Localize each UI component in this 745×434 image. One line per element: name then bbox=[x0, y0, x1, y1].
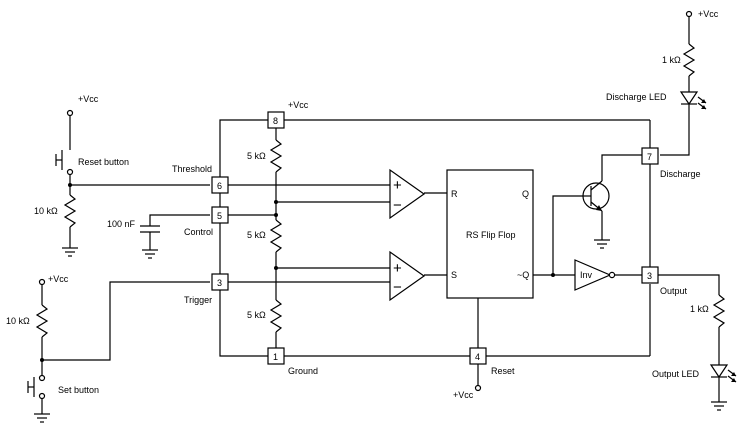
output-resistor bbox=[712, 294, 726, 328]
output-led-label: Output LED bbox=[652, 369, 700, 379]
vcc-label-top-right: +Vcc bbox=[698, 9, 719, 19]
vcc-label-reset-pin: +Vcc bbox=[453, 390, 474, 400]
reset-button-label: Reset button bbox=[78, 157, 129, 167]
set-button-label: Set button bbox=[58, 385, 99, 395]
flip-flop-q-output: Q bbox=[522, 189, 529, 199]
discharge-led-branch: +Vcc 1 kΩ Discharge LED bbox=[606, 9, 719, 156]
reset-button-icon bbox=[55, 150, 63, 170]
set-resistor bbox=[35, 304, 49, 338]
output-label: Output bbox=[660, 286, 688, 296]
ground-icon-capacitor bbox=[142, 249, 158, 259]
vcc-terminal-set-button bbox=[38, 278, 46, 286]
vcc-terminal-top-right bbox=[685, 10, 693, 18]
divider-resistor-bot bbox=[269, 299, 283, 333]
flip-flop-nq-output: ~Q bbox=[517, 270, 529, 280]
rs-flip-flop: RS Flip Flop R S Q ~Q bbox=[446, 169, 534, 299]
svg-text:1: 1 bbox=[273, 352, 278, 362]
control-capacitor-branch: 100 nF bbox=[107, 214, 210, 259]
svg-text:6: 6 bbox=[217, 181, 222, 191]
flip-flop-r-input: R bbox=[451, 189, 458, 199]
pin-6: 6 bbox=[211, 176, 229, 194]
set-button-branch: +Vcc 10 kΩ Set button bbox=[6, 274, 210, 423]
divider-resistor-top bbox=[269, 139, 283, 173]
vcc-label-reset-button: +Vcc bbox=[78, 94, 99, 104]
comparator-trigger: + − bbox=[389, 250, 426, 302]
ground-icon-reset bbox=[62, 247, 78, 257]
pin-5: 5 bbox=[211, 206, 229, 224]
output-resistor-label: 1 kΩ bbox=[690, 304, 709, 314]
discharge-label: Discharge bbox=[660, 169, 701, 179]
threshold-label: Threshold bbox=[172, 164, 212, 174]
svg-text:7: 7 bbox=[647, 152, 652, 162]
set-button-icon bbox=[27, 377, 35, 397]
pin-1: 1 bbox=[267, 347, 285, 365]
inverter-gate: Inv bbox=[574, 259, 616, 291]
ground-icon-output bbox=[711, 401, 727, 411]
reset-label: Reset bbox=[491, 366, 515, 376]
divider-resistor-top-label: 5 kΩ bbox=[247, 151, 266, 161]
trigger-label: Trigger bbox=[184, 295, 212, 305]
chip-internal-wiring: 5 kΩ 5 kΩ 5 kΩ bbox=[219, 119, 651, 357]
discharge-resistor-label: 1 kΩ bbox=[662, 55, 681, 65]
output-led-icon bbox=[709, 364, 737, 383]
output-led-branch: 1 kΩ Output LED bbox=[652, 274, 737, 411]
vcc-terminal-reset-button bbox=[66, 109, 74, 117]
divider-resistor-bot-label: 5 kΩ bbox=[247, 310, 266, 320]
pin-8: 8 bbox=[267, 111, 285, 129]
svg-text:5: 5 bbox=[217, 211, 222, 221]
vcc-label-set-button: +Vcc bbox=[48, 274, 69, 284]
pin-3-output: 3 bbox=[641, 266, 659, 284]
svg-text:3: 3 bbox=[217, 278, 222, 288]
ground-icon-set bbox=[34, 413, 50, 423]
discharge-led-label: Discharge LED bbox=[606, 92, 667, 102]
pin-4: 4 bbox=[469, 347, 487, 365]
transistor-icon bbox=[582, 154, 642, 249]
comparator-threshold: + − bbox=[389, 168, 426, 220]
reset-resistor bbox=[63, 194, 77, 228]
discharge-led-icon bbox=[679, 91, 707, 110]
svg-text:4: 4 bbox=[475, 352, 480, 362]
capacitor-icon bbox=[140, 225, 160, 233]
reset-button-branch: +Vcc Reset button 10 kΩ bbox=[34, 94, 210, 257]
pin-3-trigger: 3 bbox=[211, 273, 229, 291]
discharge-resistor bbox=[682, 43, 696, 77]
svg-text:−: − bbox=[393, 279, 402, 296]
flip-flop-title: RS Flip Flop bbox=[466, 230, 516, 240]
control-capacitor-label: 100 nF bbox=[107, 219, 136, 229]
set-resistor-label: 10 kΩ bbox=[6, 316, 30, 326]
divider-resistor-mid bbox=[269, 219, 283, 253]
vcc-terminal-reset-pin bbox=[474, 384, 482, 392]
control-label: Control bbox=[184, 227, 213, 237]
svg-text:+: + bbox=[393, 260, 402, 277]
ground-label: Ground bbox=[288, 366, 318, 376]
svg-text:8: 8 bbox=[273, 116, 278, 126]
flip-flop-s-input: S bbox=[451, 270, 457, 280]
divider-resistor-mid-label: 5 kΩ bbox=[247, 230, 266, 240]
inverter-label: Inv bbox=[580, 270, 593, 280]
reset-resistor-label: 10 kΩ bbox=[34, 206, 58, 216]
vcc-label-chip: +Vcc bbox=[288, 100, 309, 110]
svg-text:−: − bbox=[393, 197, 402, 214]
pin-7: 7 bbox=[641, 147, 659, 165]
svg-text:3: 3 bbox=[647, 271, 652, 281]
svg-text:+: + bbox=[393, 177, 402, 194]
